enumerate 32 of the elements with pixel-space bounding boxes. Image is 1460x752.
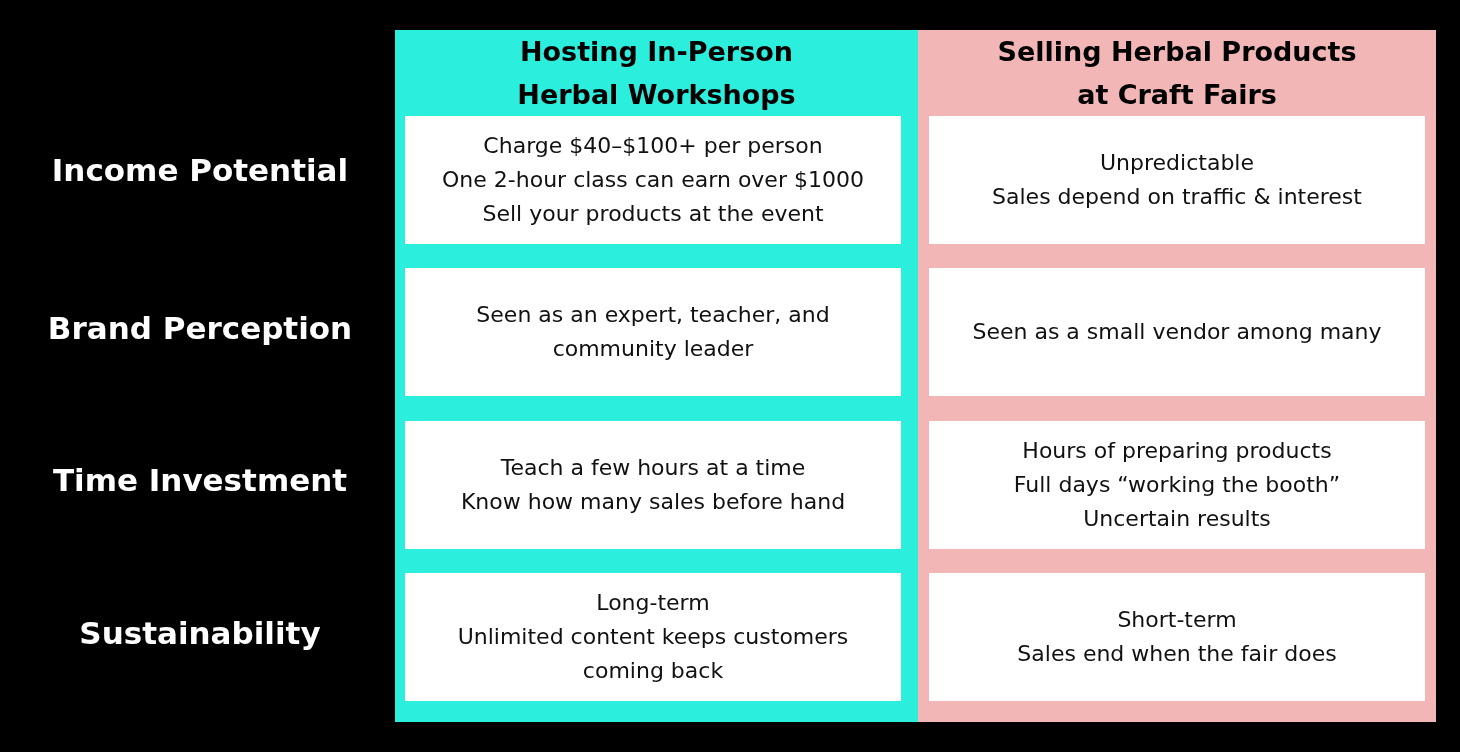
row-heading: Income Potential bbox=[50, 152, 350, 188]
column-heading: Hosting In-Person Herbal Workshops bbox=[516, 35, 797, 112]
cell-text: Uncertain results bbox=[1083, 505, 1271, 533]
column-panel bbox=[395, 30, 918, 722]
column-heading: Selling Herbal Products at Craft Fairs bbox=[996, 35, 1358, 112]
table-cell bbox=[405, 573, 901, 701]
cell-text: Unlimited content keeps customers coming back bbox=[456, 623, 850, 685]
cell-text: Sell your products at the event bbox=[482, 200, 824, 228]
table-cell bbox=[405, 116, 901, 244]
cell-text: Sales end when the fair does bbox=[1017, 640, 1337, 668]
row-heading: Sustainability bbox=[78, 615, 322, 651]
cell-text: Unpredictable bbox=[1100, 149, 1254, 177]
table-cell bbox=[929, 268, 1425, 396]
cell-text: Full days “working the booth” bbox=[1013, 471, 1341, 499]
cell-text: Seen as an expert, teacher, and community leader bbox=[475, 301, 831, 363]
cell-text: Seen as a small vendor among many bbox=[972, 318, 1382, 346]
table-cell bbox=[929, 116, 1425, 244]
table-cell bbox=[929, 421, 1425, 549]
table-cell bbox=[405, 421, 901, 549]
cell-text: One 2-hour class can earn over $1000 bbox=[442, 166, 864, 194]
row-heading: Time Investment bbox=[51, 462, 349, 498]
column-panel bbox=[918, 30, 1436, 722]
cell-text: Long-term bbox=[596, 589, 710, 617]
cell-text: Short-term bbox=[1117, 606, 1237, 634]
table-cell bbox=[929, 573, 1425, 701]
row-heading: Brand Perception bbox=[46, 310, 354, 346]
cell-text: Hours of preparing products bbox=[1022, 437, 1332, 465]
cell-text: Sales depend on traffic & interest bbox=[992, 183, 1362, 211]
table-cell bbox=[405, 268, 901, 396]
cell-text: Teach a few hours at a time bbox=[500, 454, 806, 482]
cell-text: Charge $40–$100+ per person bbox=[483, 132, 823, 160]
cell-text: Know how many sales before hand bbox=[460, 488, 846, 516]
